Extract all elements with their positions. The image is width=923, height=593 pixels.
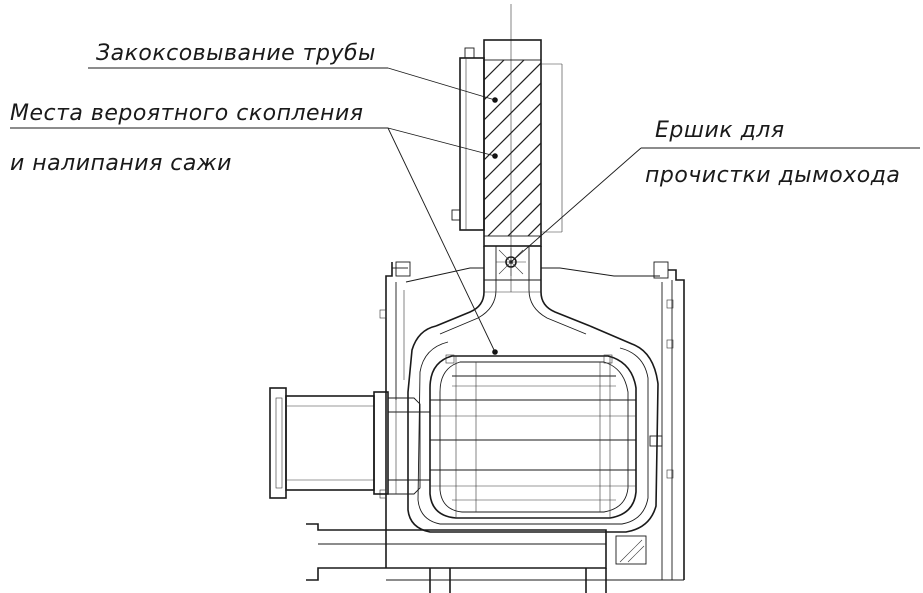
pipe-tank <box>451 47 485 231</box>
firebox <box>407 325 663 533</box>
coking-hatch <box>484 60 541 236</box>
stove-casing <box>379 261 685 580</box>
label-brush-line1: Ершик для <box>655 118 785 143</box>
label-brush-line2: прочистки дымохода <box>645 163 900 188</box>
fuel-door <box>269 387 430 499</box>
label-soot-line2: и налипания сажи <box>10 151 232 176</box>
label-coking: Закоксовывание трубы <box>96 41 376 66</box>
chimney-pipe <box>483 39 563 247</box>
ash-drawer <box>306 523 684 593</box>
leader-lines <box>10 67 920 353</box>
label-soot-line1: Места вероятного скопления <box>10 101 363 126</box>
pipe-collar <box>435 246 591 335</box>
